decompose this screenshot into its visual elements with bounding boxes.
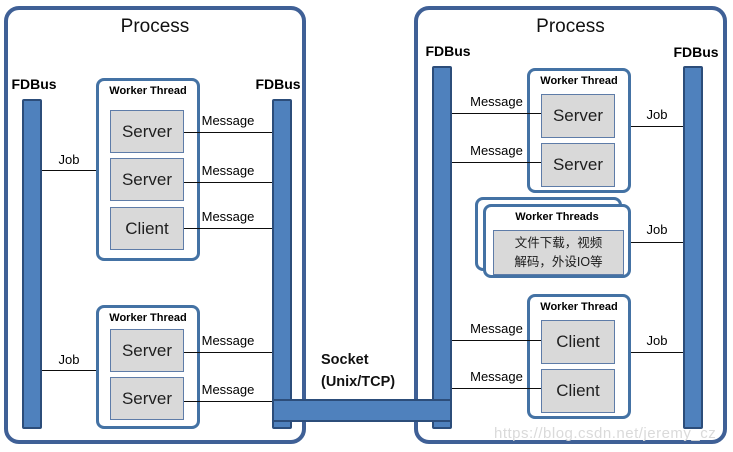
- message-line: [452, 162, 541, 163]
- server-node: Server: [110, 110, 184, 153]
- left-fdbus-right-label: FDBus: [255, 76, 301, 92]
- message-label: Message: [470, 94, 523, 109]
- socket-label-line2: (Unix/TCP): [321, 374, 396, 390]
- job-line: [631, 126, 683, 127]
- client-node: Client: [541, 320, 615, 364]
- message-line: [452, 340, 541, 341]
- server-node: Server: [110, 377, 184, 420]
- message-line: [184, 182, 272, 183]
- left-fdbus-right-bar: [272, 99, 292, 429]
- job-line: [631, 352, 683, 353]
- client-node: Client: [541, 369, 615, 413]
- message-label: Message: [201, 333, 255, 348]
- job-label: Job: [58, 152, 80, 167]
- socket-connection-bar: [272, 399, 452, 422]
- job-label: Job: [646, 222, 668, 237]
- worker-threads-label: Worker Threads: [515, 211, 599, 223]
- left-fdbus-left-label: FDBus: [11, 76, 57, 92]
- task-line-2: 解码，外设IO等: [514, 254, 603, 269]
- server-node: Server: [110, 158, 184, 201]
- worker-thread-label: Worker Thread: [540, 301, 618, 313]
- message-label: Message: [201, 113, 255, 128]
- right-process-title: Process: [536, 16, 605, 37]
- message-line: [184, 352, 272, 353]
- message-line: [184, 401, 272, 402]
- message-label: Message: [201, 382, 255, 397]
- client-node: Client: [110, 207, 184, 250]
- message-line: [184, 228, 272, 229]
- left-process-title: Process: [120, 16, 190, 37]
- message-label: Message: [470, 143, 523, 158]
- message-line: [452, 388, 541, 389]
- watermark-text: https://blog.csdn.net/jeremy_cz: [494, 425, 717, 442]
- right-fdbus-right-label: FDBus: [673, 44, 719, 60]
- right-fdbus-left-bar: [432, 66, 452, 429]
- right-fdbus-right-bar: [683, 66, 703, 429]
- job-label: Job: [58, 352, 80, 367]
- message-label: Message: [201, 209, 255, 224]
- right-fdbus-left-label: FDBus: [425, 43, 471, 59]
- message-line: [184, 132, 272, 133]
- job-line: [42, 170, 96, 171]
- message-label: Message: [470, 369, 523, 384]
- message-label: Message: [470, 321, 523, 336]
- server-node: Server: [541, 94, 615, 138]
- message-line: [452, 113, 541, 114]
- job-label: Job: [646, 333, 668, 348]
- task-line-1: 文件下载，视频: [514, 235, 603, 250]
- socket-label-line1: Socket: [321, 352, 369, 368]
- message-label: Message: [201, 163, 255, 178]
- task-description-box: 文件下载，视频 解码，外设IO等: [493, 230, 624, 275]
- job-line: [42, 370, 96, 371]
- socket-label: Socket (Unix/TCP): [321, 349, 395, 393]
- worker-thread-label: Worker Thread: [540, 75, 618, 87]
- server-node: Server: [110, 329, 184, 372]
- worker-thread-label: Worker Thread: [109, 312, 187, 324]
- left-fdbus-left-bar: [22, 99, 42, 429]
- worker-thread-label: Worker Thread: [109, 85, 187, 97]
- server-node: Server: [541, 143, 615, 187]
- job-line: [631, 242, 683, 243]
- job-label: Job: [646, 107, 668, 122]
